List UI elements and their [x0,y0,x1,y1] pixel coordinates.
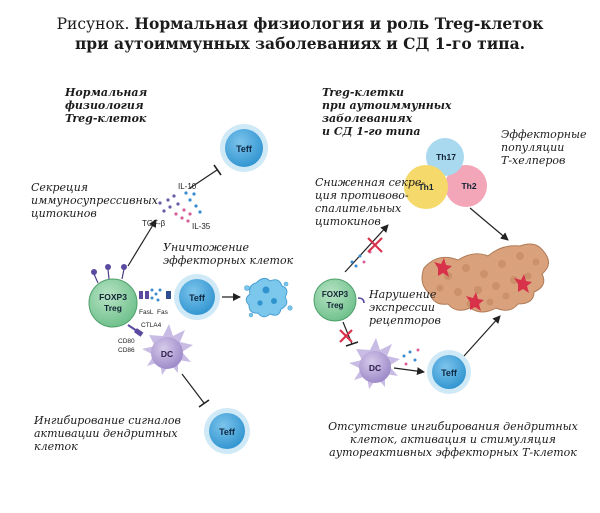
arrow-treg-to-cytokines [127,219,157,267]
treg-foxp3-label: FOXP3 [322,290,349,299]
treg-name-label: Treg [327,301,344,310]
arrow-dc-to-teff [393,367,425,376]
dc-label: DC [161,349,173,359]
right-heading: Treg-клетки при аутоиммунных заболевания… [322,86,452,138]
teff-cell-bottom: Teff [204,408,250,454]
fas-label: Fas [157,309,169,316]
cytokine-cluster [158,191,202,223]
teff-cell-middle: Teff [174,274,220,320]
th-cluster: Th17 Th1 Th2 [404,138,487,209]
th17-label: Th17 [436,152,456,162]
treg-cell-right: FOXP3 Treg [313,278,365,322]
teff-label: Teff [219,427,236,437]
dc-cell-right: DC [349,338,400,389]
teff-label: Teff [441,368,458,378]
cd80-label: CD80 [118,338,135,345]
teff-label: Teff [236,144,253,154]
left-heading: Нормальная физиология Treg-клеток [65,86,148,125]
inhibit-arrow-teff-top [189,164,222,189]
treg-cell-left: FOXP3 Treg [88,264,138,328]
secretion-label: Секреция иммуносупрессивных цитокинов [31,181,158,220]
apoptotic-cell [244,277,293,318]
figure-title: Рисунок. Нормальная физиология и роль Tr… [0,14,600,54]
blocked-secretion-arrow [344,224,389,273]
absence-inhibition-label: Отсутствие ингибирования дендритных клет… [328,420,578,459]
treg-foxp3-label: FOXP3 [99,292,127,302]
title-line1: Нормальная физиология и роль Treg-клеток [134,14,544,33]
il10-label: IL-10 [178,182,197,191]
fasl-fas-interaction [139,288,171,302]
effector-populations-label: Эффекторные популяции Т-хелперов [501,128,587,167]
cd86-label: CD86 [118,347,135,354]
th1-label: Th1 [418,182,433,192]
receptor-disorder-label: Нарушение экспрессии рецепторов [369,288,441,327]
ctla4-receptor [127,324,144,337]
reduced-secretion-label: Сниженная секре- ция противово- спалител… [315,176,426,228]
treg-name-label: Treg [104,303,122,313]
dc-signal-dots [402,348,420,366]
pancreas [421,243,549,313]
ctla4-label: CTLA4 [141,322,162,329]
destruction-label: Уничтожение эффекторных клеток [163,241,294,267]
title-line2: при аутоиммунных заболеваниях и СД 1-го … [74,34,526,53]
teff-cell-right: Teff [427,350,471,394]
fasl-label: FasL [139,309,154,316]
inhibition-label: Ингибирование сигналов активации дендрит… [34,414,181,453]
arrow-th-to-pancreas [469,207,509,241]
arrow-teff-to-pancreas [463,315,501,357]
teff-cell-top: Teff [220,124,268,172]
dc-cell-left: DC [142,324,193,375]
blocked-inhibition-dc [339,321,359,347]
th2-label: Th2 [461,181,476,191]
title-prefix: Рисунок. [56,15,130,33]
dc-label: DC [369,363,381,373]
teff-label: Teff [189,293,206,303]
inhibit-arrow-teff-bottom [181,373,210,408]
il35-label: IL-35 [192,222,211,231]
